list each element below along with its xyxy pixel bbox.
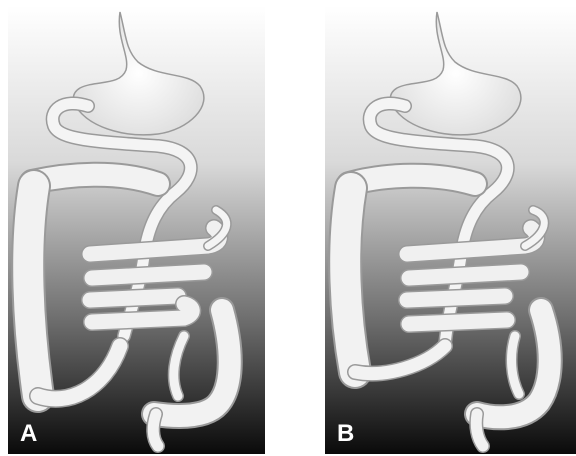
panel-a: A [8,6,265,454]
panel-label-a: A [20,422,37,446]
panel-label-b: B [337,422,354,446]
panel-b: B [325,6,576,454]
gi-tract-illustration-b [325,6,576,454]
gi-tract-illustration-a [8,6,265,454]
